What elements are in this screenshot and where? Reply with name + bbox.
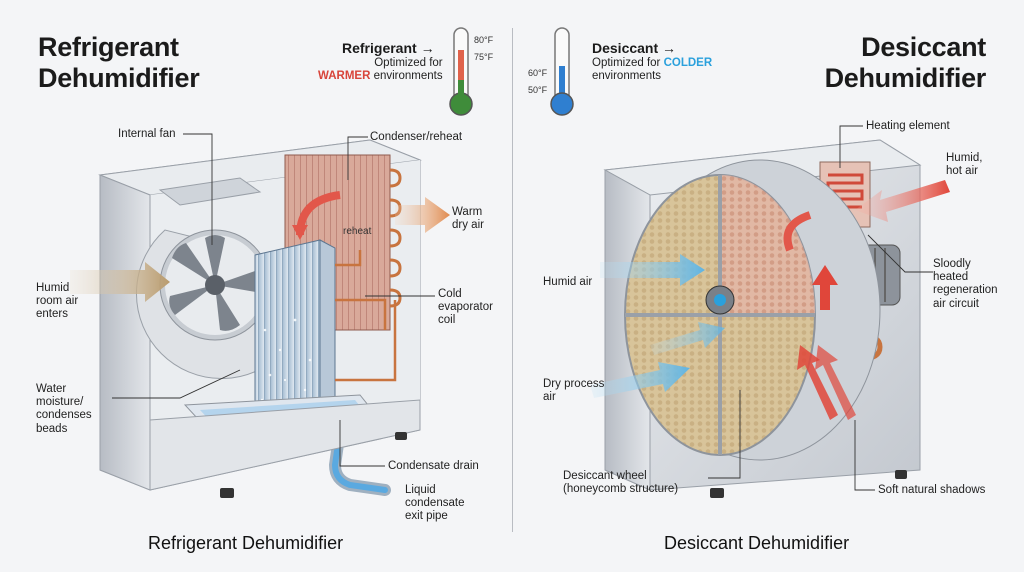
colder-word: COLDER bbox=[663, 57, 713, 69]
humid-process-air-arrow bbox=[600, 254, 705, 286]
label-humid-air: Humid air bbox=[543, 276, 593, 288]
left-title: Refrigerant Dehumidifier bbox=[38, 32, 200, 94]
left-badge-title: Refrigerant → bbox=[342, 40, 435, 56]
warm-air-arrow bbox=[395, 197, 450, 233]
left-thermo-high: 80°F bbox=[474, 35, 494, 45]
refrigerant-unit bbox=[70, 139, 450, 498]
warmer-word: WARMER bbox=[318, 70, 371, 83]
hot-air-arrow bbox=[855, 180, 950, 222]
label-internal-fan: Internal fan bbox=[118, 128, 176, 140]
fan-blades bbox=[169, 235, 260, 331]
right-badge-title: Desiccant → bbox=[592, 40, 677, 56]
center-divider bbox=[512, 28, 513, 532]
right-badge-text: Optimized for COLDER environments bbox=[592, 57, 713, 83]
right-title: Desiccant Dehumidifier bbox=[824, 32, 987, 94]
right-thermo-high: 60°F bbox=[528, 68, 548, 78]
warm-thermometer bbox=[449, 27, 473, 116]
label-desiccant-wheel: Desiccant wheel(honeycomb structure) bbox=[563, 470, 679, 496]
right-thermo-low: 50°F bbox=[528, 85, 548, 95]
dry-process-air-arrow bbox=[590, 362, 690, 398]
label-soft-shadows: Soft natural shadows bbox=[878, 484, 986, 496]
left-badge-text: Optimized for WARMER environments bbox=[318, 57, 443, 83]
humid-air-arrow bbox=[70, 262, 170, 302]
right-caption: Desiccant Dehumidifier bbox=[664, 533, 850, 553]
cold-thermometer bbox=[550, 27, 574, 116]
leader-lines bbox=[112, 125, 933, 491]
label-humid-hot-air: Humid,hot air bbox=[946, 152, 983, 178]
label-heating-element: Heating element bbox=[866, 120, 950, 132]
left-caption: Refrigerant Dehumidifier bbox=[148, 533, 344, 553]
label-condenser: Condenser/reheat bbox=[370, 131, 463, 143]
left-thermo-low: 75°F bbox=[474, 52, 494, 62]
desiccant-unit bbox=[590, 139, 950, 498]
label-condensate-drain: Condensate drain bbox=[388, 460, 479, 472]
regen-arrow-up bbox=[812, 265, 838, 310]
label-reheat: reheat bbox=[343, 226, 372, 237]
